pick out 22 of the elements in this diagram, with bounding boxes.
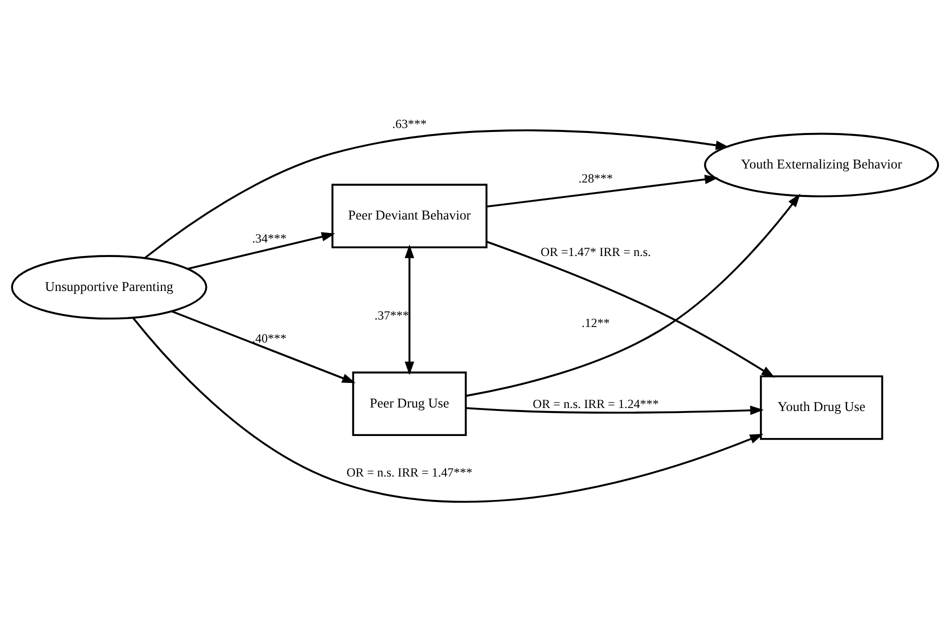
arrow xyxy=(486,174,718,208)
node-box: Peer Drug Use xyxy=(352,371,467,436)
node-ellipse: Unsupportive Parenting xyxy=(11,254,208,320)
arrow xyxy=(404,244,414,375)
edge-label: .63*** xyxy=(392,116,427,130)
edge-label: .12** xyxy=(582,316,610,330)
arrow xyxy=(466,405,764,415)
edge-label: OR = n.s. IRR = 1.47*** xyxy=(346,464,472,479)
edge-label: .37*** xyxy=(374,308,409,322)
edge-label: OR = n.s. IRR = 1.24*** xyxy=(532,396,659,411)
arrow xyxy=(144,128,730,258)
arrow xyxy=(466,193,800,396)
edge-label: .40*** xyxy=(252,331,287,346)
arrow xyxy=(188,232,336,270)
edge-label: .34*** xyxy=(252,230,287,245)
node-box: Peer Deviant Behavior xyxy=(331,183,488,248)
edge-label: OR =1.47* IRR = n.s. xyxy=(540,244,651,258)
edge-label: .28*** xyxy=(578,171,613,186)
arrow xyxy=(486,240,775,378)
node-box: Youth Drug Use xyxy=(760,374,884,440)
arrow xyxy=(132,316,764,502)
arrow xyxy=(171,310,356,383)
